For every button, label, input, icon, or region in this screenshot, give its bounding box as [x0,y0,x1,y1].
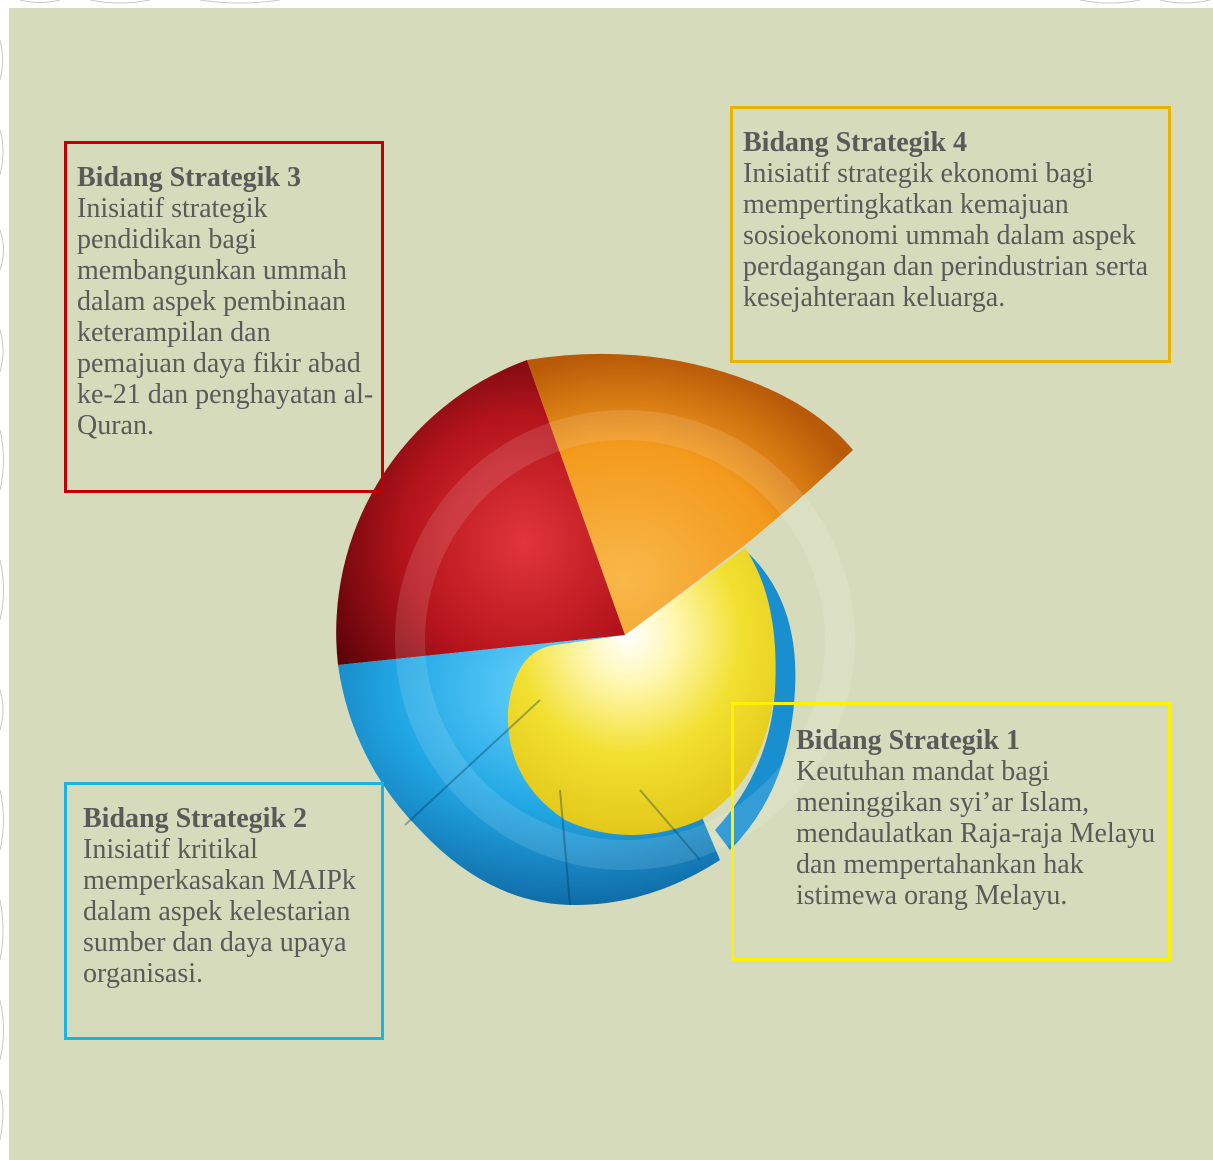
inner-ring-shade [395,410,855,870]
bidang-strategik-4-title: Bidang Strategik 4 [743,127,968,158]
bidang-strategik-1-box: Bidang Strategik 1 Keutuhan mandat bagi … [731,702,1171,961]
sector-bidang-strategik-4 [527,353,853,635]
bidang-strategik-2-box: Bidang Strategik 2 Inisiatif kritikal me… [64,782,384,1040]
bidang-strategik-4-description: Inisiatif strategik ekonomi bagi mempert… [743,158,1149,313]
bidang-strategik-3-box: Bidang Strategik 3 Inisiatif strategik p… [64,141,384,493]
bidang-strategik-4-box: Bidang Strategik 4 Inisiatif strategik e… [730,106,1171,363]
bidang-strategik-1-description: Keutuhan mandat bagi meninggikan syi’ar … [796,756,1156,911]
bidang-strategik-3-title: Bidang Strategik 3 [77,162,302,193]
bidang-strategik-1-title: Bidang Strategik 1 [796,725,1021,756]
bidang-strategik-2-title: Bidang Strategik 2 [83,803,308,834]
sector-bidang-strategik-3 [336,360,625,665]
sector-bidang-strategik-1 [507,548,776,835]
blue-rim-right [715,550,796,850]
blue-segment-dividers [404,699,701,906]
bidang-strategik-2-description: Inisiatif kritikal memperkasakan MAIPk d… [83,834,356,989]
bidang-strategik-3-description: Inisiatif strategik pendidikan bagi memb… [77,193,374,441]
